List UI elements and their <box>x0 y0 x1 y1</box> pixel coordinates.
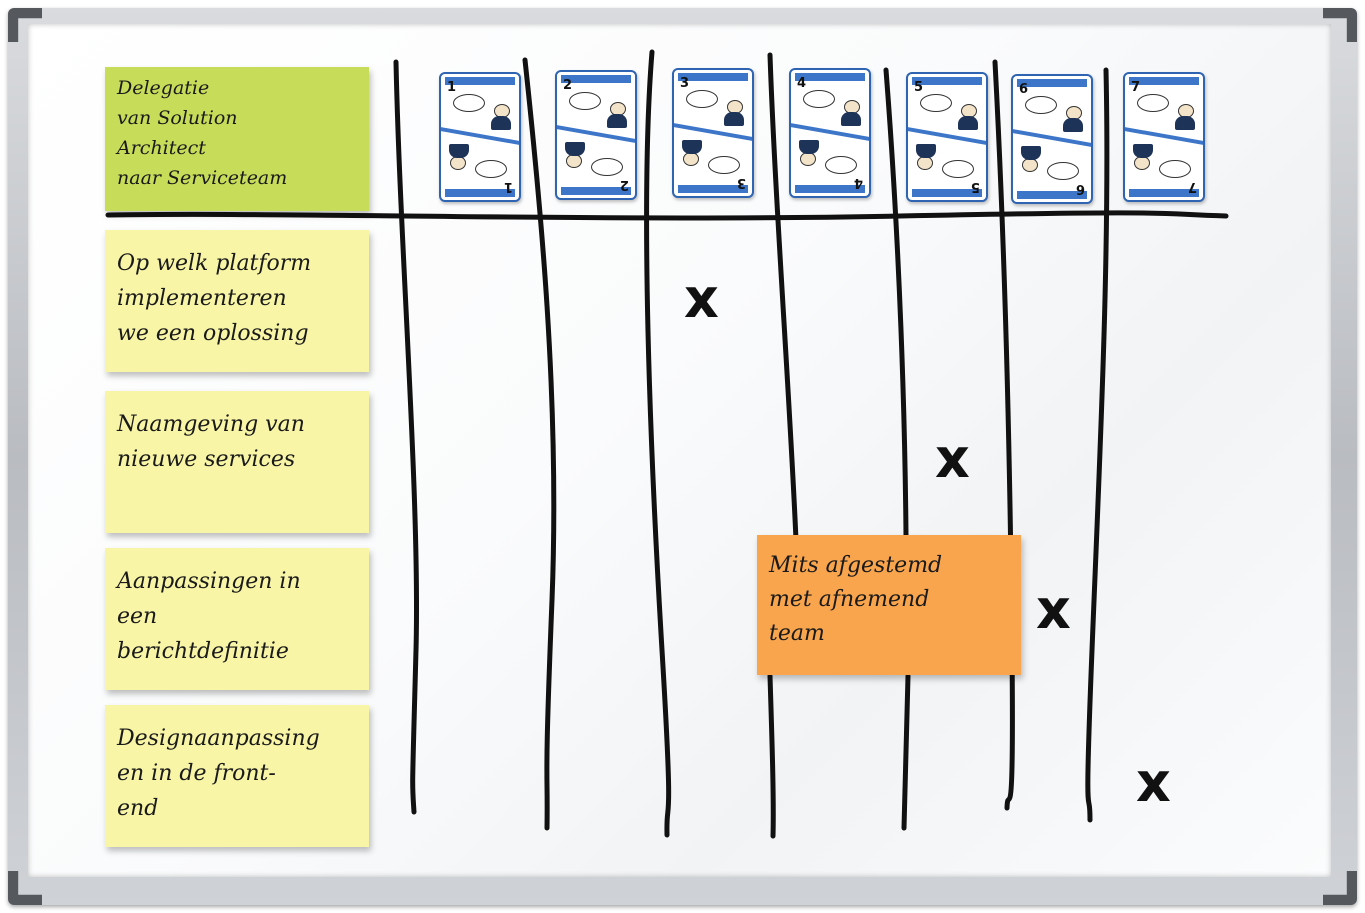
row-note-line: we een oplossing <box>117 321 309 346</box>
delegation-card-icon <box>1133 144 1153 170</box>
row-note-line: implementeren <box>117 286 287 311</box>
column-line <box>767 52 799 839</box>
card-number: 2 <box>619 177 629 192</box>
row-note-naming: Naamgeving van nieuwe services <box>105 391 369 533</box>
x-mark-row3-col6: x <box>1036 578 1071 641</box>
condition-note-line: team <box>769 621 825 646</box>
header-note-line: van Solution <box>117 107 238 129</box>
delegation-card-icon <box>841 100 861 126</box>
header-divider-line <box>105 210 1229 221</box>
row-note-design: Designaanpassing en in de front- end <box>105 705 369 847</box>
header-note-line: naar Serviceteam <box>117 167 288 189</box>
delegation-card-icon <box>958 104 978 130</box>
column-line <box>522 57 557 831</box>
condition-note-line: met afnemend <box>769 587 930 612</box>
card-number: 6 <box>1075 181 1085 196</box>
delegation-card-icon <box>682 140 702 166</box>
card-number: 2 <box>563 78 573 93</box>
column-line <box>992 59 1015 811</box>
column-line <box>1085 67 1110 823</box>
x-mark-row1-col3: x <box>684 267 719 330</box>
row-note-line: een <box>117 604 158 629</box>
delegation-card-icon <box>1175 104 1195 130</box>
condition-note-line: Mits afgestemd <box>769 553 943 578</box>
column-line <box>883 67 911 831</box>
delegation-card-icon <box>491 104 511 130</box>
delegation-card-6: 6 6 <box>1011 74 1093 204</box>
card-number: 1 <box>447 80 457 95</box>
condition-note: Mits afgestemd met afnemend team <box>757 535 1021 675</box>
column-line <box>644 49 672 838</box>
row-note-platform: Op welk platform implementeren we een op… <box>105 230 369 372</box>
delegation-card-2: 2 2 <box>555 70 637 200</box>
delegation-card-icon <box>565 142 585 168</box>
row-note-line: end <box>117 796 159 821</box>
delegation-card-icon <box>799 140 819 166</box>
card-number: 5 <box>970 179 980 194</box>
card-number: 6 <box>1019 82 1029 97</box>
header-note-line: Architect <box>117 137 206 159</box>
row-note-line: Naamgeving van <box>117 412 305 437</box>
card-number: 3 <box>680 76 690 91</box>
row-note-line: Op welk platform <box>117 251 312 276</box>
card-number: 4 <box>797 76 807 91</box>
delegation-card-7: 7 7 <box>1123 72 1205 202</box>
delegation-card-1: 1 1 <box>439 72 521 202</box>
row-note-line: berichtdefinitie <box>117 639 289 664</box>
header-note: Delegatie van Solution Architect naar Se… <box>105 67 369 211</box>
delegation-card-3: 3 3 <box>672 68 754 198</box>
delegation-card-icon <box>1021 146 1041 172</box>
delegation-card-icon <box>607 102 627 128</box>
x-mark-row4-col7: x <box>1136 751 1171 814</box>
delegation-card-5: 5 5 <box>906 72 988 202</box>
row-note-line: Aanpassingen in <box>117 569 301 594</box>
card-number: 1 <box>503 179 513 194</box>
row-note-line: en in de front- <box>117 761 276 786</box>
delegation-card-icon <box>1063 106 1083 132</box>
header-note-line: Delegatie <box>117 77 210 99</box>
card-number: 7 <box>1187 179 1197 194</box>
row-note-message-definition: Aanpassingen in een berichtdefinitie <box>105 548 369 690</box>
delegation-card-icon <box>449 144 469 170</box>
card-number: 4 <box>853 175 863 190</box>
row-note-line: Designaanpassing <box>117 726 320 751</box>
card-number: 5 <box>914 80 924 95</box>
delegation-card-icon <box>916 144 936 170</box>
delegation-card-icon <box>724 100 744 126</box>
delegation-card-4: 4 4 <box>789 68 871 198</box>
column-line <box>393 59 420 815</box>
x-mark-row2-col5: x <box>935 427 970 490</box>
card-number: 3 <box>736 175 746 190</box>
card-number: 7 <box>1131 80 1141 95</box>
row-note-line: nieuwe services <box>117 447 296 472</box>
